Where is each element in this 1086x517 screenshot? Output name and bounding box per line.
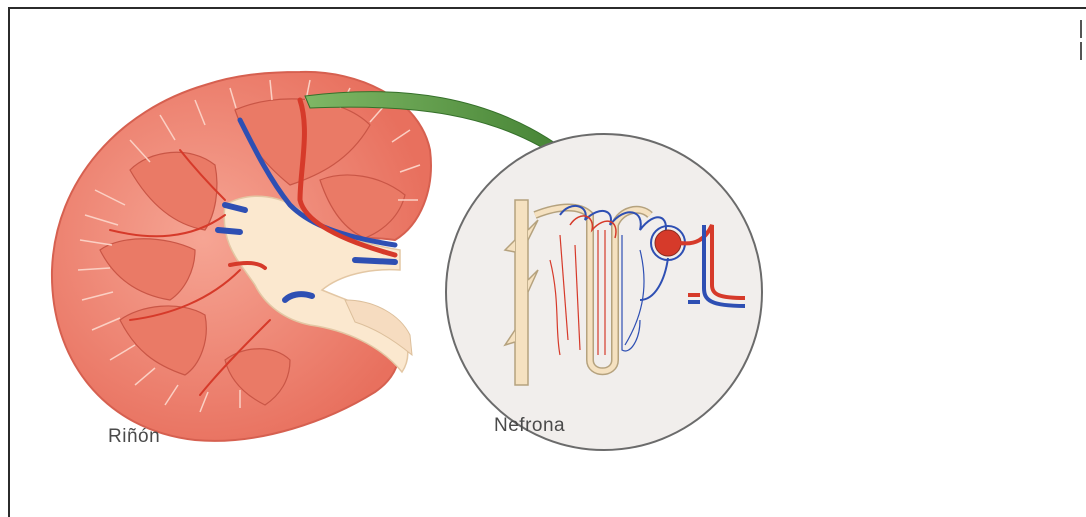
kidney-label: Riñón [108,426,160,448]
nephron-illustration [446,134,762,450]
collecting-duct [515,200,528,385]
glomerulus [655,230,681,256]
kidney-cross-section-illustration [52,72,431,441]
nephron-label: Nefrona [494,415,565,437]
